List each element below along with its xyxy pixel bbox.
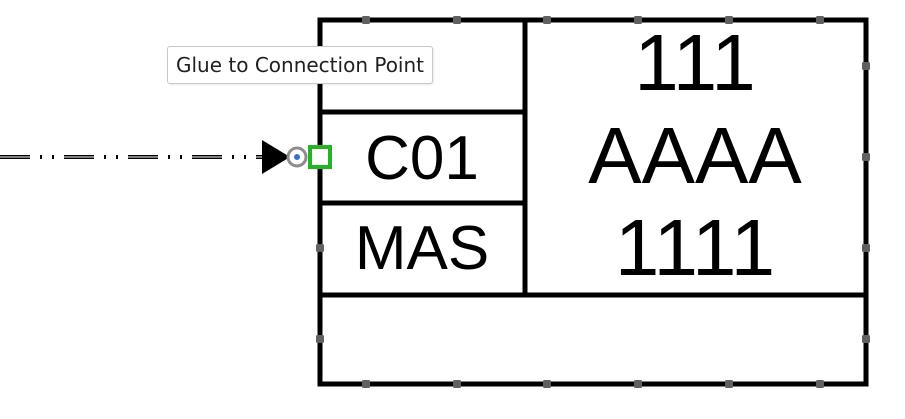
resize-handle-icon[interactable]: [862, 335, 870, 343]
resize-handle-icon[interactable]: [816, 380, 824, 388]
resize-handle-icon[interactable]: [634, 380, 642, 388]
resize-handle-icon[interactable]: [316, 244, 324, 252]
main-line-1: 111: [634, 18, 756, 107]
resize-handle-icon[interactable]: [453, 380, 461, 388]
resize-handle-icon[interactable]: [862, 244, 870, 252]
resize-handle-icon[interactable]: [862, 153, 870, 161]
resize-handle-icon[interactable]: [725, 380, 733, 388]
resize-handle-icon[interactable]: [634, 16, 642, 24]
type-cell-text: MAS: [355, 214, 489, 283]
resize-handle-icon[interactable]: [816, 16, 824, 24]
glue-tooltip-text: Glue to Connection Point: [176, 53, 425, 77]
resize-handle-icon[interactable]: [543, 380, 551, 388]
resize-handle-icon[interactable]: [453, 16, 461, 24]
resize-handle-icon[interactable]: [862, 62, 870, 70]
resize-handle-icon[interactable]: [362, 380, 370, 388]
connector[interactable]: [0, 140, 290, 174]
connection-point-icon[interactable]: [286, 146, 308, 168]
main-line-3: 1111: [615, 203, 775, 292]
main-line-2: AAAA: [588, 111, 802, 200]
glue-target-icon[interactable]: [308, 145, 332, 169]
arrowhead-icon: [262, 140, 290, 174]
selection-handles[interactable]: [316, 16, 870, 388]
code-cell-text: C01: [365, 124, 479, 193]
resize-handle-icon[interactable]: [543, 16, 551, 24]
resize-handle-icon[interactable]: [725, 16, 733, 24]
equipment-shape[interactable]: C01 MAS 111 AAAA 1111: [317, 17, 869, 387]
resize-handle-icon[interactable]: [316, 335, 324, 343]
resize-handle-icon[interactable]: [362, 16, 370, 24]
glue-tooltip: Glue to Connection Point: [167, 46, 434, 84]
